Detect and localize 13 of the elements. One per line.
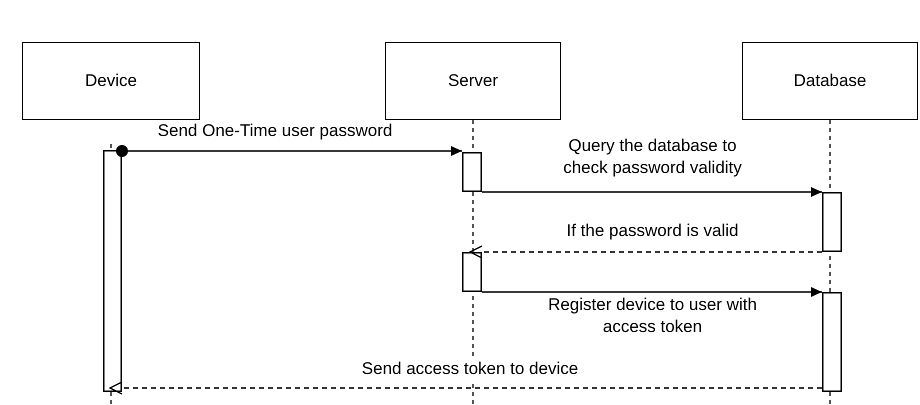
activation-bar: [462, 252, 482, 292]
activation-bar: [103, 150, 122, 392]
participant-box: Device: [22, 42, 200, 120]
message-arrow: [116, 145, 462, 157]
activation-bar: [462, 152, 482, 192]
participant-box: Database: [742, 42, 918, 120]
message-arrow: [482, 187, 822, 197]
participant-box: Server: [385, 42, 561, 120]
activation-bar: [822, 292, 842, 392]
message-arrow: [482, 287, 822, 297]
activation-bar: [822, 192, 842, 252]
return-arrow: [469, 245, 822, 259]
return-arrow: [109, 381, 822, 395]
